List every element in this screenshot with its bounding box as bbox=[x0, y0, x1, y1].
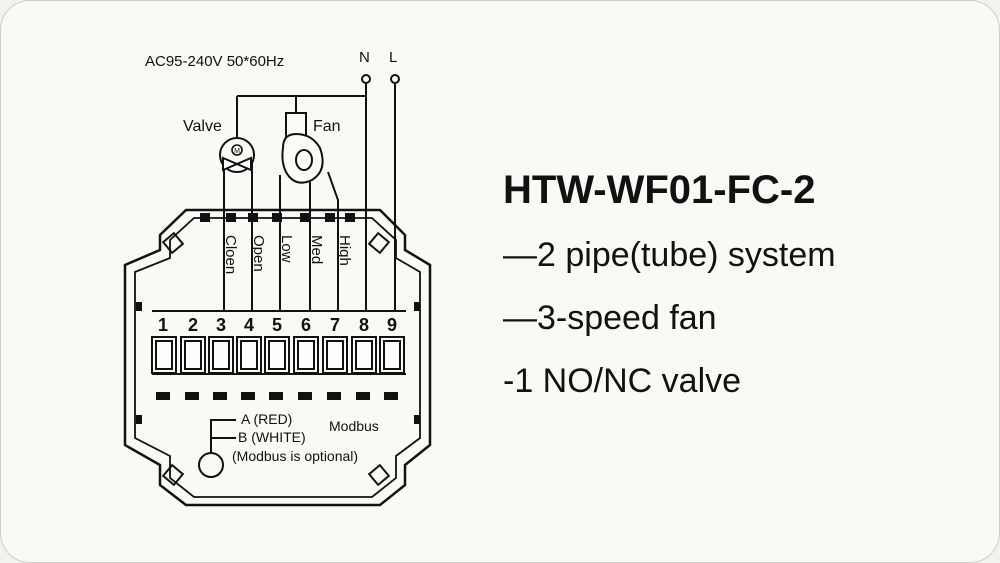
terminal-number-9: 9 bbox=[387, 315, 397, 335]
live-label: L bbox=[389, 49, 397, 66]
terminal-number-1: 1 bbox=[158, 315, 168, 335]
terminal-number-4: 4 bbox=[244, 315, 254, 335]
label-low: Low bbox=[278, 235, 295, 263]
model-number: HTW-WF01-FC-2 bbox=[503, 168, 816, 212]
terminal-number-2: 2 bbox=[188, 315, 198, 335]
feature-fan-speed: —3-speed fan bbox=[503, 299, 717, 337]
modbus-a-label: A (RED) bbox=[241, 411, 292, 427]
valve-label: Valve bbox=[183, 118, 222, 135]
neutral-label: N bbox=[359, 49, 370, 66]
label-open: Open bbox=[250, 235, 267, 272]
svg-text:M: M bbox=[234, 148, 240, 155]
wires bbox=[223, 83, 396, 310]
thermostat-housing bbox=[123, 208, 432, 507]
modbus-b-label: B (WHITE) bbox=[238, 429, 306, 445]
terminal-number-5: 5 bbox=[272, 315, 282, 335]
housing-tabs bbox=[200, 213, 355, 222]
corner-clips bbox=[161, 231, 391, 487]
terminal-number-8: 8 bbox=[359, 315, 369, 335]
label-cloen: Cloen bbox=[222, 235, 239, 274]
label-high: High bbox=[336, 235, 353, 266]
neutral-terminal bbox=[361, 74, 371, 84]
terminal-number-6: 6 bbox=[301, 315, 311, 335]
feature-valve: -1 NO/NC valve bbox=[503, 362, 742, 400]
terminal-function-labels: Cloen Open Low Med High bbox=[222, 235, 353, 274]
label-med: Med bbox=[308, 235, 325, 264]
modbus-note: (Modbus is optional) bbox=[232, 448, 358, 464]
live-terminal bbox=[390, 74, 400, 84]
valve-icon: M bbox=[219, 137, 255, 173]
terminal-block: 1 2 3 4 5 6 7 8 9 bbox=[151, 310, 406, 400]
modbus-title: Modbus bbox=[329, 418, 379, 434]
terminal-number-7: 7 bbox=[330, 315, 340, 335]
feature-pipe-system: —2 pipe(tube) system bbox=[503, 236, 836, 274]
supply-label: AC95-240V 50*60Hz bbox=[145, 53, 284, 70]
terminal-number-3: 3 bbox=[216, 315, 226, 335]
modbus-connector bbox=[198, 419, 236, 478]
fan-label: Fan bbox=[313, 118, 341, 135]
fan-icon bbox=[281, 112, 324, 184]
